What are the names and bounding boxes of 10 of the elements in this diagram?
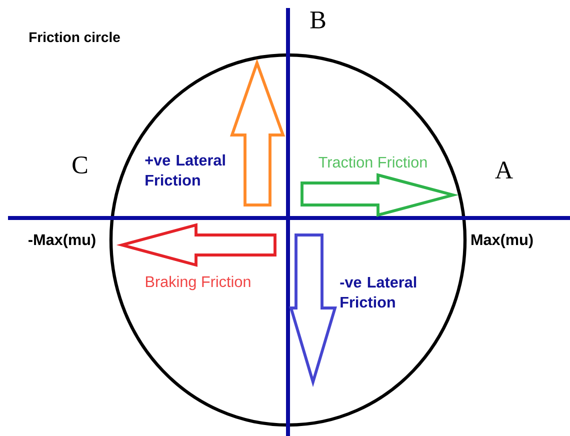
axis-letter: A [495,162,513,178]
limit-label: Max(mu) [472,234,533,248]
arrow-label: Traction Friction [318,156,427,168]
axis-letter: B [310,12,326,28]
arrow-label: +ve Lateral Friction [145,154,225,186]
arrow-label: Braking Friction [146,276,250,290]
arrow-label: -ve Lateral Friction [340,276,416,308]
axis-letter: C [72,156,88,174]
limit-label: -Max(mu) [28,234,96,248]
title: Friction circle [30,32,120,42]
